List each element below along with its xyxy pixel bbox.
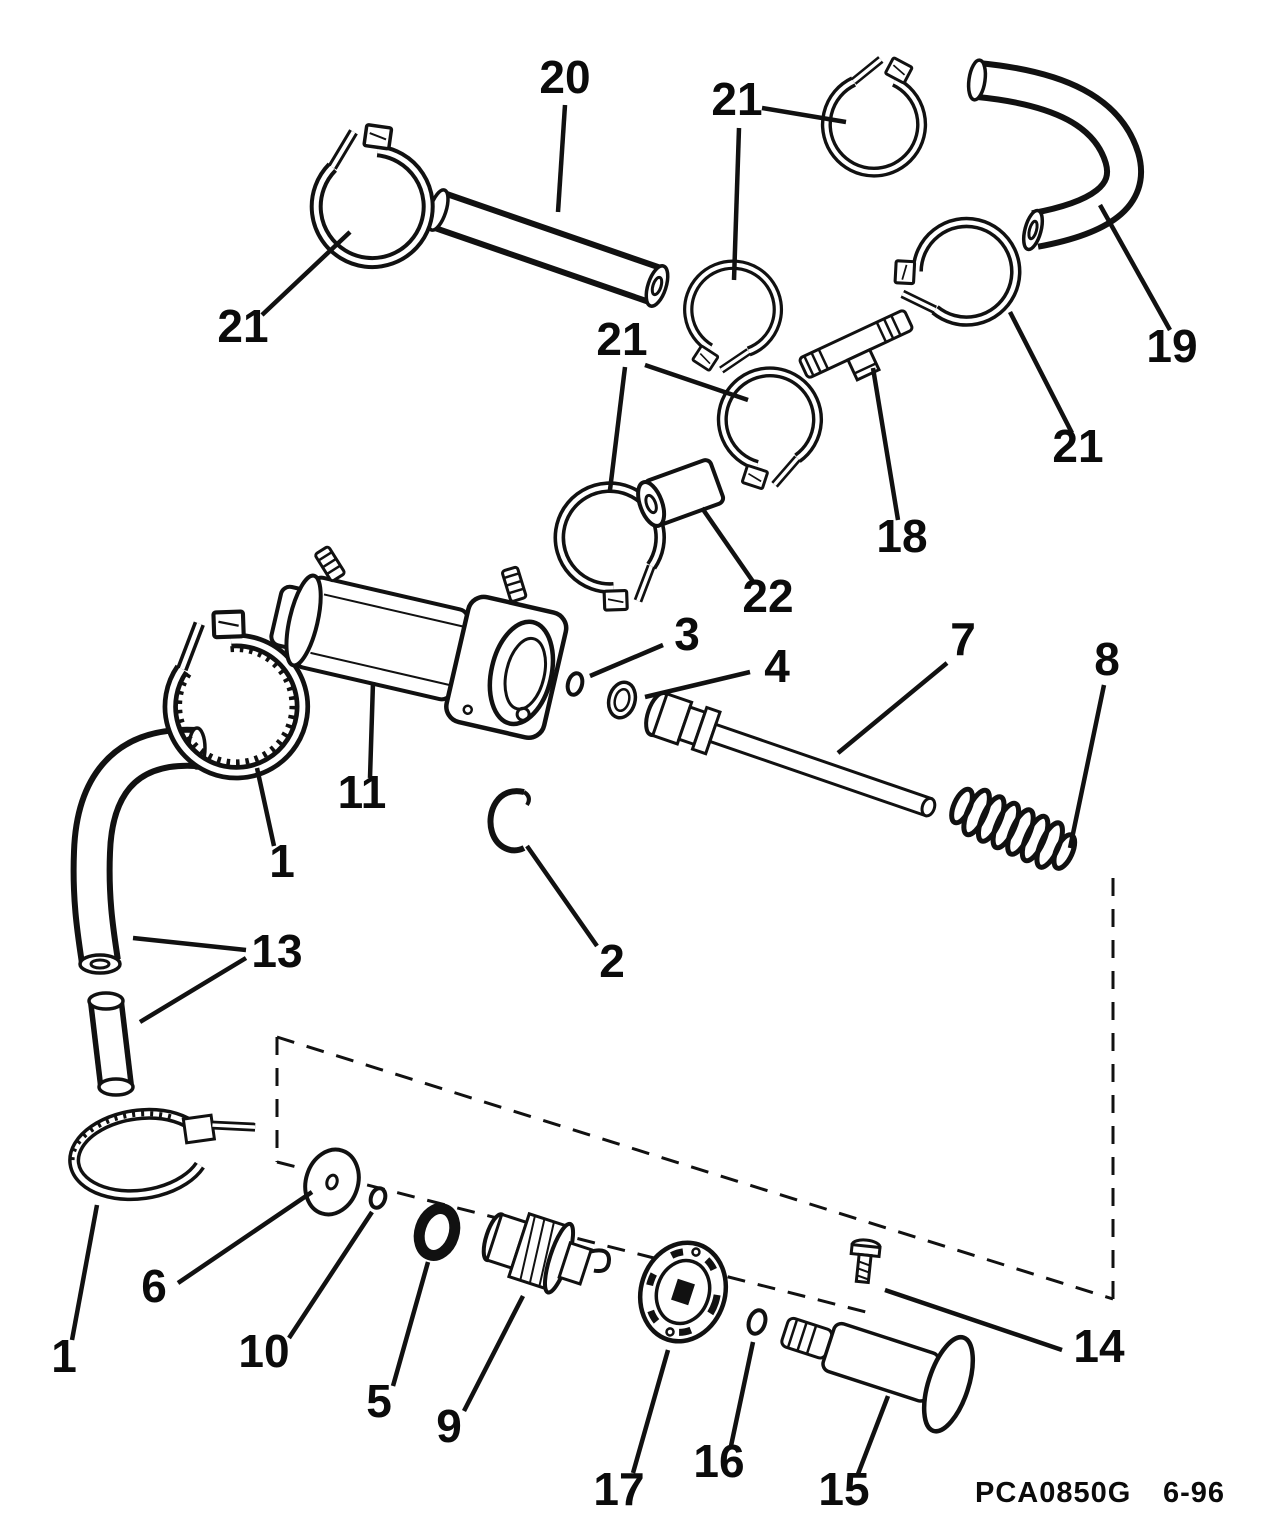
mounting-plane-outline: [275, 872, 1115, 1314]
callout-9: 9: [436, 1400, 462, 1452]
callout-10: 10: [238, 1325, 289, 1377]
oring-5: [413, 1203, 461, 1261]
callout-19: 19: [1146, 320, 1197, 372]
callout-11: 11: [338, 766, 387, 818]
diagram-date: 6-96: [1163, 1477, 1225, 1509]
screw-14: [849, 1238, 882, 1285]
callout-7: 7: [950, 613, 976, 665]
callout-labels: 20 21 21 19 21 21 18 22 11 3 4 7 8 1 13 …: [51, 51, 1197, 1515]
leader-lines: [69, 104, 1172, 1475]
clamp-1-upper: [133, 593, 327, 797]
cover-17: [637, 1240, 729, 1344]
oring-4: [606, 680, 638, 720]
oring-10: [368, 1186, 388, 1210]
callout-18: 18: [876, 510, 927, 562]
callout-17: 17: [593, 1463, 644, 1515]
callout-14: 14: [1073, 1320, 1125, 1372]
hose-19: [966, 58, 1144, 252]
callout-15: 15: [818, 1463, 869, 1515]
callout-8: 8: [1094, 633, 1120, 685]
callout-21-top: 21: [711, 73, 762, 125]
c-clip-2: [487, 788, 531, 854]
callout-21-mid: 21: [596, 313, 647, 365]
callout-6: 6: [141, 1260, 167, 1312]
callout-21-right: 21: [1052, 420, 1103, 472]
callout-21-left: 21: [217, 300, 268, 352]
callout-3: 3: [674, 608, 700, 660]
callout-1-lower: 1: [51, 1330, 77, 1382]
check-valve-9: [481, 1211, 611, 1295]
callout-4: 4: [764, 640, 790, 692]
washer-6: [303, 1147, 361, 1217]
clamp-1-lower: [68, 1107, 256, 1202]
callout-13: 13: [251, 925, 302, 977]
callout-22: 22: [742, 570, 793, 622]
callout-5: 5: [366, 1375, 392, 1427]
oring-3: [565, 671, 585, 697]
diagram-code: PCA0850G: [975, 1477, 1131, 1509]
callout-2: 2: [599, 935, 625, 987]
hose-13: [70, 726, 207, 975]
callout-1-upper: 1: [269, 835, 295, 887]
tube-13: [87, 991, 135, 1097]
hose-20: [426, 188, 670, 308]
plunger-7: [644, 690, 937, 818]
callout-20: 20: [539, 51, 590, 103]
primer-solenoid-11: [269, 544, 569, 740]
oring-16: [746, 1308, 768, 1336]
fitting-15: [780, 1316, 976, 1434]
spring-8: [949, 786, 1078, 871]
tee-fitting-18: [798, 309, 914, 382]
callout-16: 16: [693, 1435, 744, 1487]
